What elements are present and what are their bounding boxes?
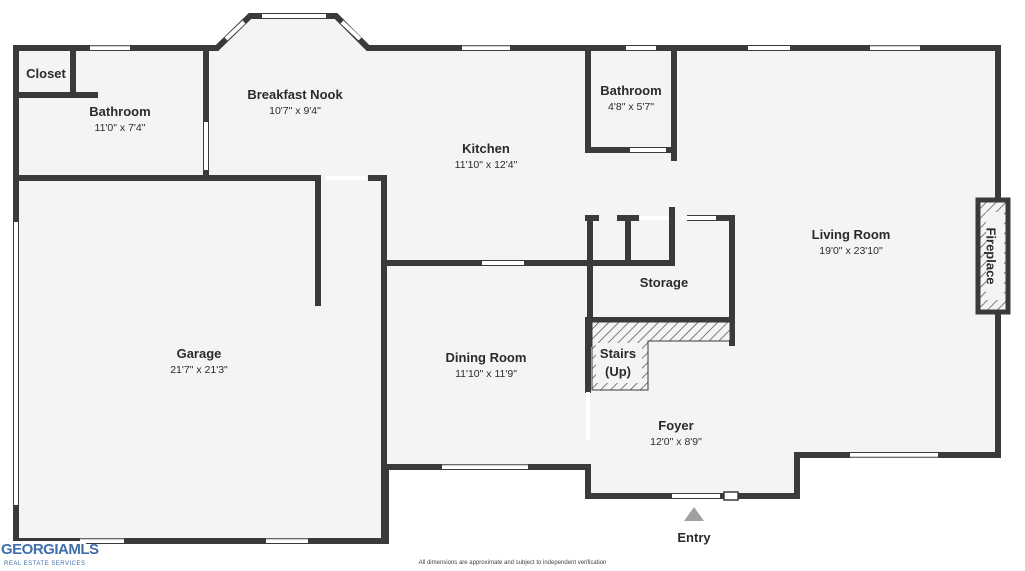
floor-area xyxy=(16,16,998,541)
disclaimer-text: All dimensions are approximate and subje… xyxy=(418,560,607,566)
kitchen-dim: 11'10" x 12'4" xyxy=(455,159,518,171)
garage-label: Garage xyxy=(177,346,222,361)
entry-arrow-icon xyxy=(684,507,704,521)
georgiamls-logo: GEORGIAMLS REAL ESTATE SERVICES xyxy=(0,541,99,571)
garage-dim: 21'7" x 21'3" xyxy=(170,364,228,376)
interior-walls xyxy=(16,49,735,544)
entry-door-mark xyxy=(723,491,739,501)
entry-label: Entry xyxy=(677,530,711,545)
bathroom2-label: Bathroom xyxy=(600,83,661,98)
bathroom1-dim: 11'0" x 7'4" xyxy=(95,122,146,134)
stairs-label-bg xyxy=(596,343,642,383)
bathroom2-dim: 4'8" x 5'7" xyxy=(608,101,654,113)
windows xyxy=(14,14,938,543)
kitchen-label: Kitchen xyxy=(462,141,510,156)
dining-room-label: Dining Room xyxy=(446,350,527,365)
fireplace-label-bg xyxy=(986,212,1004,300)
living-room-label: Living Room xyxy=(812,227,891,242)
logo-main-text: GEORGIAMLS xyxy=(1,541,99,558)
living-room-dim: 19'0" x 23'10" xyxy=(819,245,883,257)
dining-room-dim: 11'10" x 11'9" xyxy=(455,368,517,380)
foyer-dim: 12'0" x 8'9" xyxy=(650,436,702,448)
stairs-label: Stairs xyxy=(600,346,636,361)
logo-sub-text: REAL ESTATE SERVICES xyxy=(4,561,86,567)
closet-label: Closet xyxy=(26,66,66,81)
breakfast-nook-dim: 10'7" x 9'4" xyxy=(269,105,321,117)
breakfast-nook-label: Breakfast Nook xyxy=(247,87,343,102)
foyer-label: Foyer xyxy=(658,418,693,433)
fireplace-label: Fireplace xyxy=(984,227,999,284)
storage-label: Storage xyxy=(640,275,688,290)
bathroom1-label: Bathroom xyxy=(89,104,150,119)
stairs-label-up: (Up) xyxy=(605,364,631,379)
